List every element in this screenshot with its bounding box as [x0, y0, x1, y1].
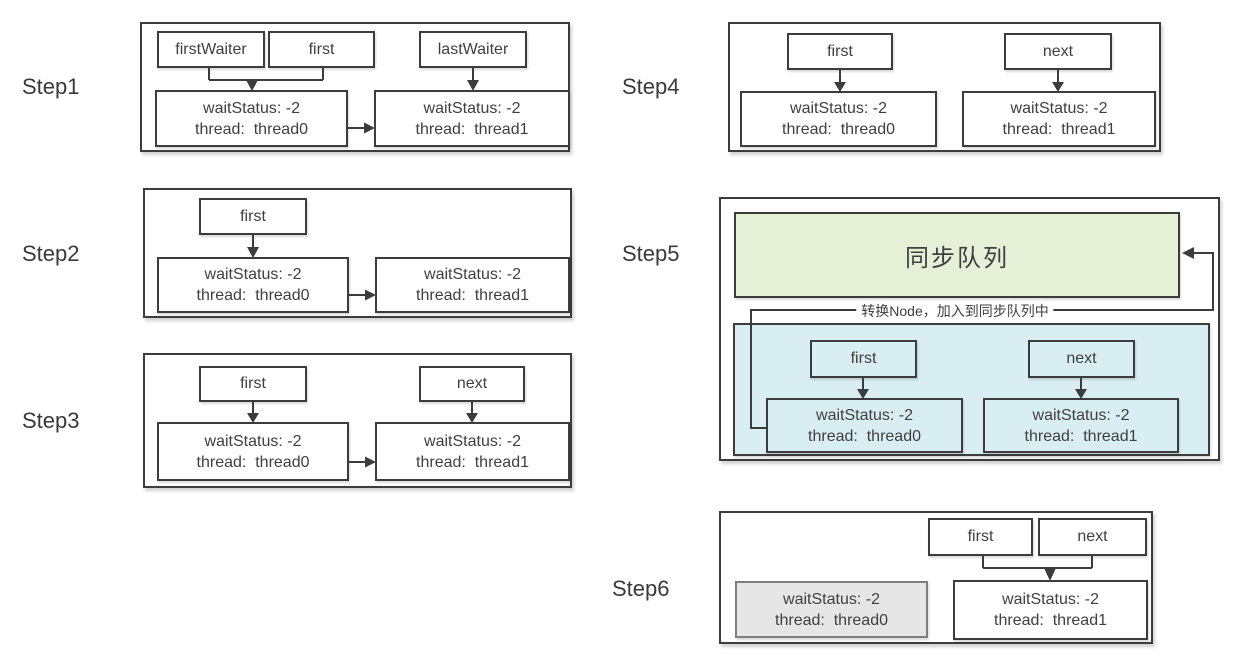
step4-label: Step4 [622, 74, 680, 99]
step5-label: Step5 [622, 241, 680, 266]
step5-first-box: first [810, 340, 917, 378]
step6-next-box: next [1038, 518, 1147, 556]
step3-next-box: next [419, 366, 525, 402]
step1-label: Step1 [22, 74, 80, 99]
step2-first-box: first [199, 198, 307, 235]
step5-node1: waitStatus: -2 thread: thread1 [983, 398, 1179, 453]
step1-lastwaiter-box: lastWaiter [419, 31, 527, 68]
step6-first-box: first [928, 518, 1033, 556]
step4-node0: waitStatus: -2 thread: thread0 [740, 91, 937, 147]
step4-first-box: first [787, 33, 893, 70]
step3-label: Step3 [22, 408, 80, 433]
step5-node0: waitStatus: -2 thread: thread0 [766, 398, 963, 453]
step4-next-box: next [1004, 33, 1112, 70]
step6-node1: waitStatus: -2 thread: thread1 [953, 580, 1148, 640]
step2-label: Step2 [22, 241, 80, 266]
step5-sync-queue-box: 同步队列 [734, 212, 1180, 298]
step3-node0: waitStatus: -2 thread: thread0 [157, 422, 349, 481]
step2-node0: waitStatus: -2 thread: thread0 [157, 257, 349, 313]
step4-node1: waitStatus: -2 thread: thread1 [962, 91, 1156, 147]
step5-transfer-note: 转换Node，加入到同步队列中 [856, 301, 1054, 321]
step1-firstwaiter-box: firstWaiter [157, 31, 265, 68]
step1-node1: waitStatus: -2 thread: thread1 [374, 90, 570, 147]
step5-next-box: next [1028, 340, 1135, 378]
step3-first-box: first [199, 366, 307, 402]
step6-label: Step6 [612, 576, 670, 601]
step6-node0: waitStatus: -2 thread: thread0 [735, 581, 928, 638]
step1-node0: waitStatus: -2 thread: thread0 [155, 90, 348, 147]
step1-first-box: first [268, 31, 375, 68]
step3-node1: waitStatus: -2 thread: thread1 [375, 422, 570, 481]
step2-node1: waitStatus: -2 thread: thread1 [375, 257, 570, 313]
